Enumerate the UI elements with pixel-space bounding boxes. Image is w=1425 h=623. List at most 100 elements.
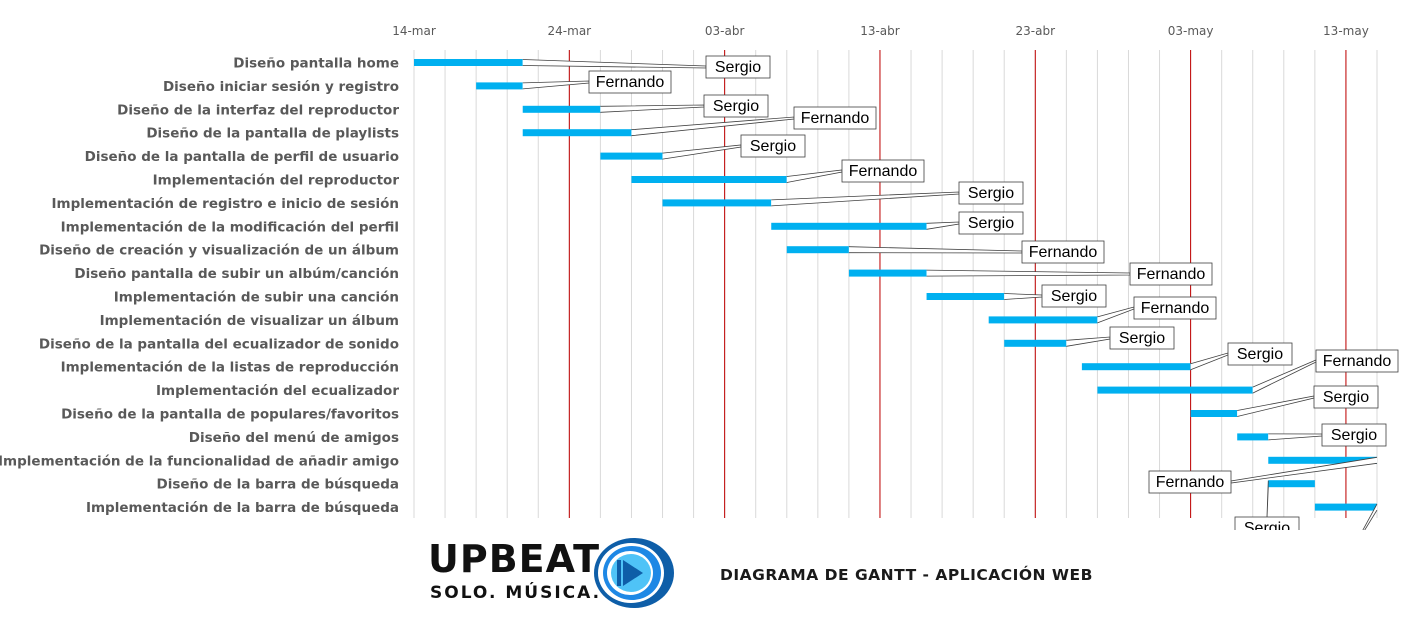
owner-callout: Sergio	[926, 211, 1024, 235]
task-label: Diseño pantalla de subir un albúm/canció…	[74, 266, 399, 282]
task-bar	[1314, 503, 1377, 511]
owner-label: Sergio	[715, 59, 761, 76]
task-label: Diseño de la interfaz del reproductor	[117, 102, 399, 118]
callout-leader	[1266, 480, 1269, 519]
callout-box	[1133, 296, 1217, 320]
owner-label: Sergio	[713, 98, 759, 115]
owner-callout: Sergio	[1362, 503, 1378, 530]
task-bar	[1237, 433, 1269, 441]
owner-callout: Sergio	[1004, 284, 1107, 308]
callout-leader	[1362, 503, 1378, 530]
owner-label: Fernando	[849, 163, 918, 180]
task-label: Diseño pantalla home	[233, 56, 399, 72]
callout-leader	[522, 80, 590, 90]
callout-box	[1227, 342, 1293, 366]
x-tick-label: 14-mar	[392, 24, 436, 38]
task-label: Implementación de la barra de búsqueda	[86, 500, 399, 516]
callout-box	[793, 106, 877, 130]
owner-label: Sergio	[1244, 520, 1290, 530]
callout-box	[588, 70, 672, 94]
callout-box	[1315, 349, 1399, 373]
callout-box	[841, 159, 925, 183]
play-logo-icon	[594, 538, 674, 608]
owner-callout: Sergio	[771, 181, 1024, 207]
owner-label: Sergio	[1119, 330, 1165, 347]
callout-leader	[1268, 433, 1323, 441]
callout-leader	[771, 191, 960, 207]
task-bar	[600, 152, 663, 160]
owner-label: Fernando	[1137, 266, 1206, 283]
callout-box	[1234, 516, 1300, 530]
owner-label: Fernando	[801, 110, 870, 127]
owner-callout: Fernando	[926, 262, 1213, 286]
owner-label: Fernando	[1323, 353, 1392, 370]
callout-box	[1313, 385, 1379, 409]
owner-label: Fernando	[1141, 300, 1210, 317]
logo-tagline: SOLO. MÚSICA.	[430, 583, 602, 603]
callout-leader	[1004, 293, 1043, 300]
logo-wordmark: UPBEAT	[428, 537, 601, 581]
owner-callout: Sergio	[1237, 385, 1379, 417]
task-label: Diseño de creación y visualización de un…	[39, 243, 399, 259]
task-label: Implementación de subir una canción	[114, 290, 399, 306]
owner-callout: Sergio	[1268, 423, 1387, 447]
owner-callouts: SergioFernandoSergioFernandoSergioFernan…	[522, 55, 1399, 530]
x-tick-label: 24-mar	[548, 24, 592, 38]
owner-callout: Fernando	[522, 70, 672, 94]
task-bar	[1268, 456, 1377, 464]
task-label: Diseño de la pantalla de perfil de usuar…	[85, 149, 399, 165]
callout-box	[1109, 326, 1175, 350]
owner-callout: Sergio	[662, 134, 806, 160]
callout-leader	[600, 104, 705, 113]
x-tick-label: 03-may	[1168, 24, 1214, 38]
task-label: Diseño de la barra de búsqueda	[157, 477, 400, 493]
owner-callout: Fernando	[848, 240, 1105, 264]
task-label: Implementación de la listas de reproducc…	[61, 360, 399, 376]
callout-box	[958, 181, 1024, 205]
task-label: Implementación de la funcionalidad de añ…	[0, 453, 399, 469]
task-bar	[988, 316, 1098, 324]
x-tick-label: 23-abr	[1016, 24, 1056, 38]
callout-box	[705, 55, 771, 79]
task-label: Diseño de la pantalla de populares/favor…	[61, 407, 399, 423]
owner-callout: Fernando	[786, 159, 925, 183]
callout-leader	[848, 246, 1023, 254]
task-bar	[522, 129, 632, 137]
callout-box	[1041, 284, 1107, 308]
task-bar	[662, 199, 772, 207]
callout-leader	[1237, 395, 1315, 417]
task-label: Implementación del reproductor	[153, 173, 400, 189]
task-label: Diseño de la pantalla del ecualizador de…	[39, 336, 399, 352]
owner-callout: Fernando	[1097, 296, 1217, 324]
owner-callout: Sergio	[1190, 342, 1293, 371]
callout-box	[1021, 240, 1105, 264]
task-bar	[1190, 410, 1238, 417]
owner-callout: Sergio	[1234, 480, 1300, 530]
owner-label: Sergio	[1237, 346, 1283, 363]
callout-box	[958, 211, 1024, 235]
callout-leader	[522, 59, 707, 69]
callout-box	[1129, 262, 1213, 286]
task-bar	[631, 176, 787, 183]
task-bar	[786, 246, 849, 254]
owner-callout: Sergio	[1066, 326, 1175, 350]
callout-box	[1148, 470, 1232, 494]
callout-leader	[926, 221, 960, 230]
owner-label: Sergio	[968, 185, 1014, 202]
callout-box	[703, 94, 769, 118]
task-bar	[848, 269, 927, 277]
callout-leader	[786, 169, 843, 183]
task-label: Diseño del menú de amigos	[189, 430, 399, 446]
task-bar	[1097, 386, 1253, 394]
task-label: Implementación de la modificación del pe…	[61, 219, 399, 235]
owner-label: Sergio	[1051, 288, 1097, 305]
owner-label: Sergio	[750, 138, 796, 155]
task-label: Implementación del ecualizador	[156, 383, 399, 399]
owner-callout: Sergio	[600, 94, 769, 118]
callout-leader	[1066, 336, 1111, 347]
task-bars	[414, 59, 1377, 511]
x-tick-label: 13-abr	[860, 24, 900, 38]
